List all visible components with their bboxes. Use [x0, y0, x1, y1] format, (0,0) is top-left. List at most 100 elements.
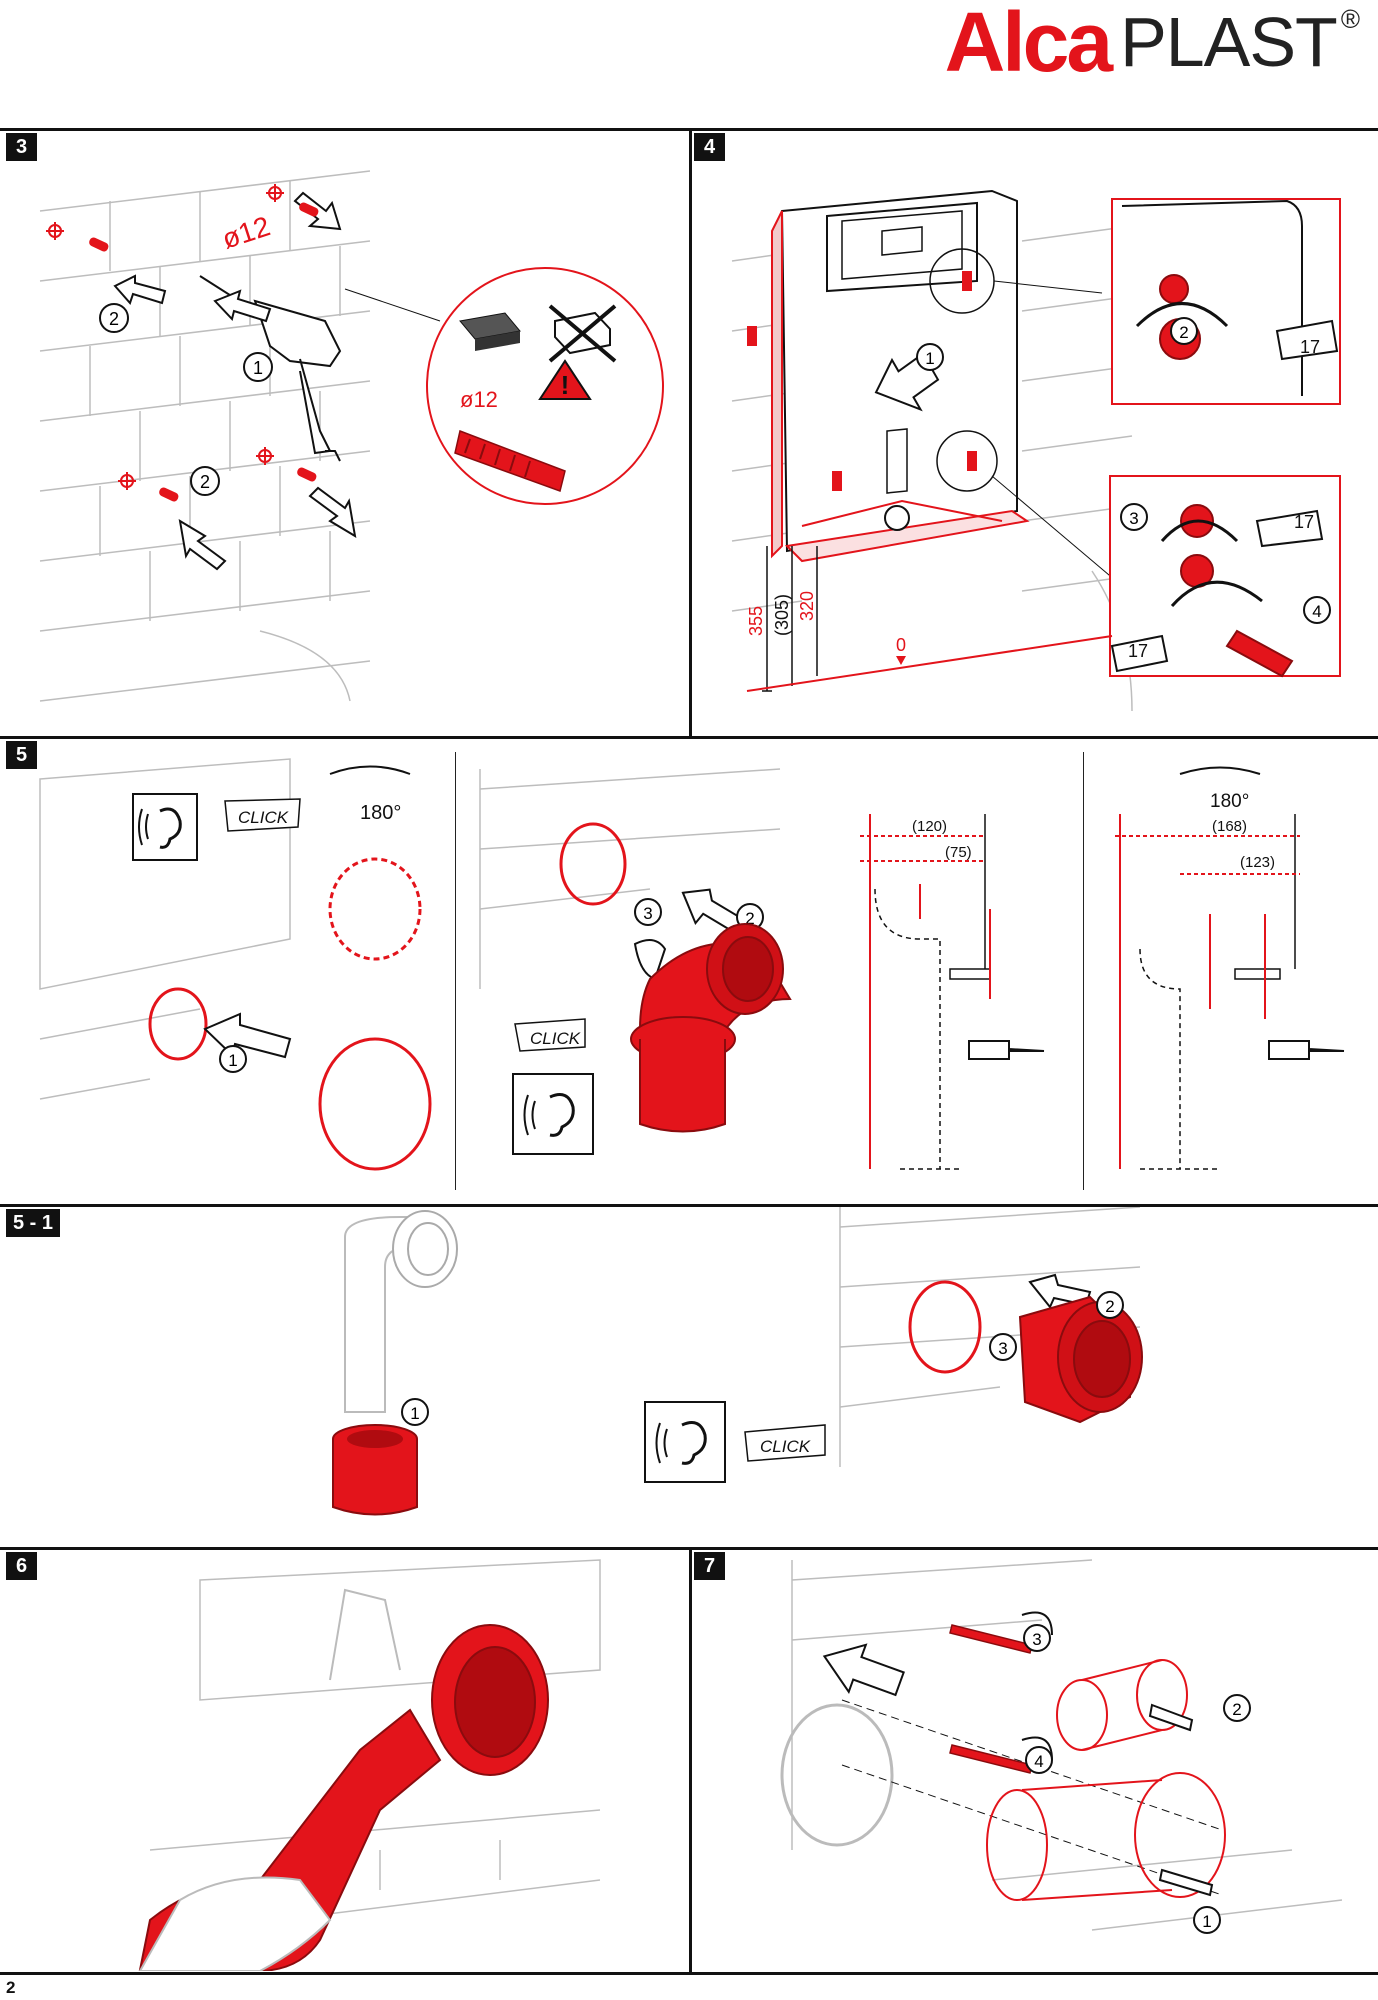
elbow-pipe-51 — [344, 1210, 458, 1413]
step-5-panel: CLICK 180° 1 2 3 — [0, 739, 1378, 1202]
svg-text:3: 3 — [998, 1339, 1007, 1358]
click-burst-5b — [514, 1018, 586, 1052]
divider-col-row4 — [689, 1547, 692, 1974]
click-label-51: CLICK — [760, 1437, 811, 1456]
callout-7-3: 3 — [1023, 1624, 1051, 1652]
svg-text:4: 4 — [1034, 1752, 1043, 1771]
clamp-ring-5b — [559, 822, 627, 906]
ear-icon-5a — [132, 793, 198, 861]
plug-detail: ! — [454, 304, 617, 492]
plug-size-label: ø12 — [460, 387, 498, 412]
svg-text:1: 1 — [1202, 1912, 1211, 1931]
svg-text:2: 2 — [200, 472, 210, 492]
step-5-1-panel: 1 CLICK 2 3 — [0, 1207, 1378, 1545]
callout-7-2: 2 — [1223, 1694, 1251, 1722]
callout-4-2: 2 — [1170, 317, 1198, 345]
rotate-arrow-7a — [1021, 1611, 1053, 1636]
svg-text:2: 2 — [1232, 1700, 1241, 1719]
callout-5-3: 3 — [634, 898, 662, 926]
step-badge-4: 4 — [694, 133, 725, 161]
dim-355: 355 — [746, 606, 766, 636]
wrench-size-a: 17 — [1300, 337, 1320, 357]
height-dimensions — [762, 546, 818, 692]
dim-120: (120) — [912, 818, 947, 835]
drill-illustration — [199, 275, 342, 462]
adapter-51b — [1018, 1295, 1143, 1424]
logo-alca-text: Alca — [944, 0, 1113, 89]
svg-text:4: 4 — [1312, 602, 1321, 621]
drill-size-label: ø12 — [218, 210, 273, 254]
divider-thin-a — [455, 752, 456, 1190]
wrench-size-c: 17 — [1128, 641, 1148, 661]
clamp-ring-51 — [908, 1280, 982, 1374]
anchor-zoom-bottom — [936, 430, 998, 492]
dim-320: 320 — [797, 591, 817, 621]
svg-text:1: 1 — [253, 358, 263, 378]
rotate-arrow-5a — [329, 765, 411, 775]
push-arrow-7b — [1148, 1703, 1194, 1732]
svg-text:3: 3 — [1032, 1630, 1041, 1649]
ear-icon-51 — [644, 1401, 726, 1483]
wall-background — [731, 225, 1133, 712]
registered-mark: ® — [1340, 4, 1360, 34]
alcaplast-logo: Alca PLAST ® — [944, 0, 1360, 89]
step-7-panel: 3 4 2 1 — [692, 1550, 1378, 1971]
step-badge-6: 6 — [6, 1552, 37, 1580]
callout-3-1: 1 — [243, 352, 273, 382]
ear-icon-5b — [512, 1073, 594, 1155]
push-arrow-5c — [968, 1040, 1045, 1060]
push-arrow-5a — [203, 1012, 292, 1059]
zero-marker — [896, 656, 906, 665]
detail-box-top — [1111, 198, 1341, 405]
click-burst-5a — [224, 798, 301, 832]
step-4-panel: 1 2 17 — [692, 131, 1378, 735]
drill-marks — [46, 184, 319, 502]
svg-text:1: 1 — [228, 1051, 237, 1070]
rotation-label-5a: 180° — [360, 802, 401, 824]
screws-7 — [949, 1624, 1033, 1774]
svg-text:2: 2 — [745, 909, 754, 928]
svg-text:3: 3 — [643, 904, 652, 923]
step-6-panel — [0, 1550, 688, 1971]
rotation-label-5d: 180° — [1210, 791, 1249, 812]
callout-4-3: 3 — [1120, 503, 1148, 531]
svg-text:2: 2 — [1105, 1297, 1114, 1316]
dim-305: (305) — [772, 594, 792, 636]
step-badge-7: 7 — [694, 1552, 725, 1580]
step-badge-5: 5 — [6, 741, 37, 769]
adapter-51a — [332, 1424, 418, 1516]
step-badge-3: 3 — [6, 133, 37, 161]
wrench-size-b: 17 — [1294, 512, 1314, 532]
click-label-5a: CLICK — [238, 808, 289, 827]
callout-3-2a: 2 — [99, 303, 129, 333]
dim-168: (168) — [1212, 818, 1247, 835]
logo-plast-text: PLAST — [1120, 3, 1338, 81]
page-number: 2 — [6, 1978, 16, 1997]
dim-123: (123) — [1240, 854, 1275, 871]
step-badge-5-1: 5 - 1 — [6, 1209, 60, 1237]
divider-thin-b — [1083, 752, 1084, 1190]
callout-3-2b: 2 — [190, 466, 220, 496]
divider-row3 — [0, 1204, 1378, 1207]
floor-level-line — [746, 635, 1113, 692]
push-arrow-5d — [1268, 1040, 1345, 1060]
wall-7 — [791, 1559, 1343, 1931]
svg-text:!: ! — [561, 370, 570, 400]
wall-5a — [39, 758, 291, 1100]
callout-51-3: 3 — [989, 1333, 1017, 1361]
cross-section-b-red — [1115, 814, 1300, 1169]
arrows-step3 — [113, 191, 357, 571]
zero-label: 0 — [896, 635, 906, 655]
wall-5b — [479, 768, 781, 989]
callout-4-4: 4 — [1303, 596, 1331, 624]
push-arrow-7c — [1158, 1868, 1214, 1897]
svg-text:2: 2 — [109, 309, 119, 329]
click-label-5b: CLICK — [530, 1029, 581, 1048]
clamp-ring-7 — [780, 1703, 894, 1847]
svg-text:3: 3 — [1129, 509, 1138, 528]
cross-section-a — [869, 814, 991, 1170]
click-burst-51 — [744, 1424, 826, 1462]
elbow-pipe-6 — [138, 1588, 549, 1971]
callout-51-2: 2 — [1096, 1291, 1124, 1319]
callout-51-1: 1 — [401, 1398, 429, 1426]
